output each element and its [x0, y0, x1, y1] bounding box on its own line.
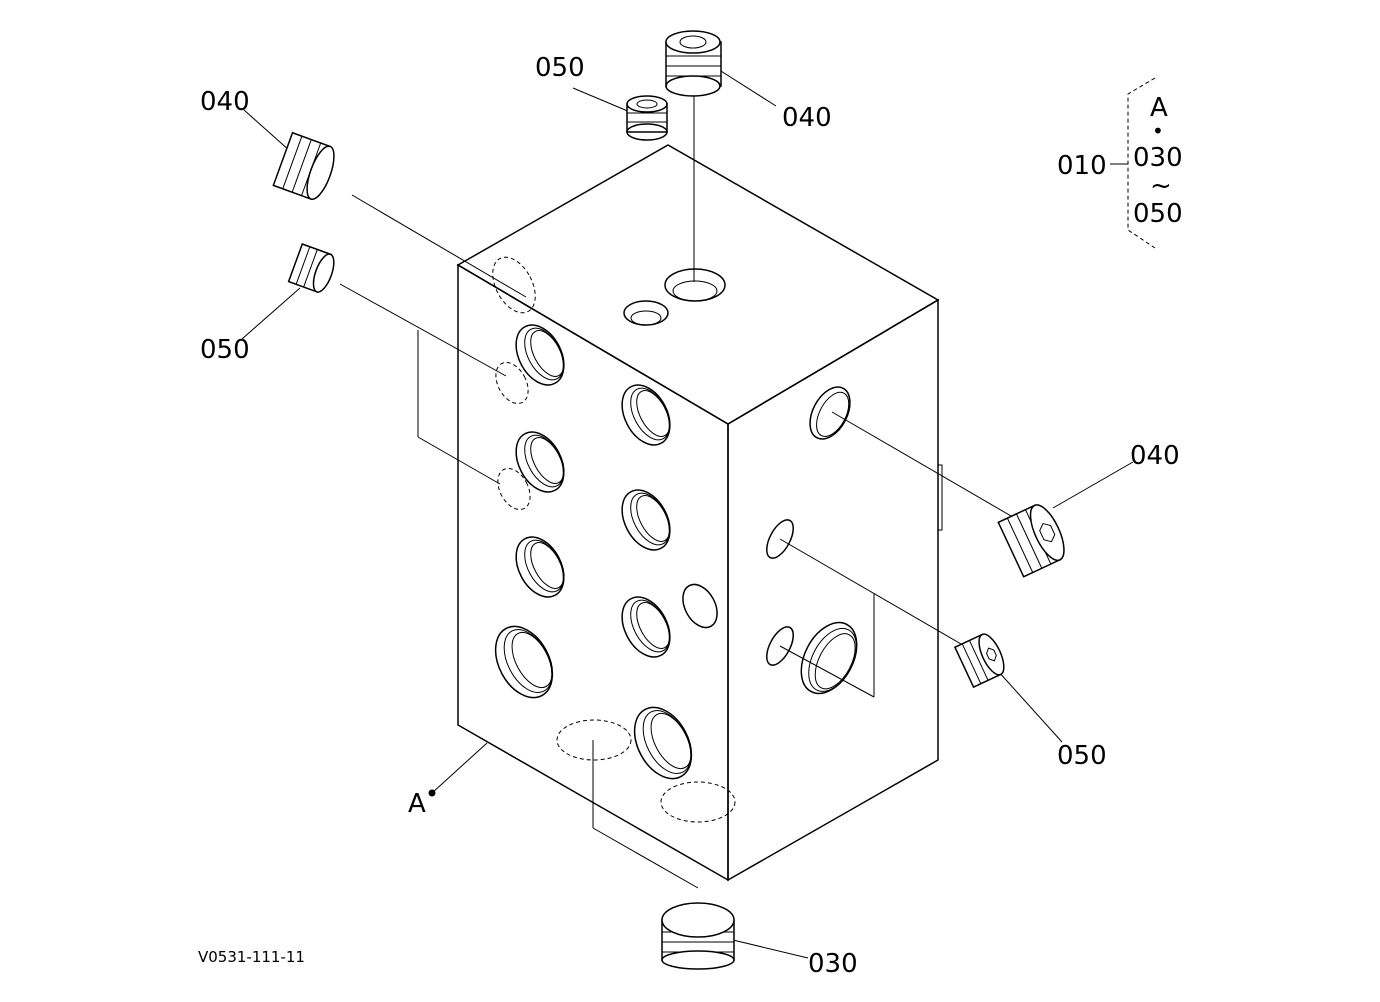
- point-a-dot: [428, 789, 436, 797]
- front-face-ports: [494, 324, 718, 780]
- legend-item-a: A: [1150, 93, 1168, 123]
- callout-050-top: 050: [535, 53, 585, 83]
- leader-lines: [241, 65, 1134, 959]
- valve-block: [456, 144, 943, 882]
- top-face-ports: [623, 268, 726, 326]
- plug-030-bottom: [661, 902, 735, 970]
- legend-item-030: 030: [1133, 143, 1183, 173]
- right-face-step: [938, 464, 943, 531]
- plug-040-top-center: [665, 30, 722, 97]
- point-a-label: A: [408, 789, 426, 819]
- plug-050-right: [953, 633, 1005, 689]
- callout-030-bottom: 030: [808, 949, 858, 979]
- legend-item-dot: •: [1152, 119, 1164, 143]
- callout-040-top-left: 040: [200, 87, 250, 117]
- right-face-ports: [766, 386, 858, 695]
- callout-040-top-center: 040: [782, 103, 832, 133]
- callout-050-right: 050: [1057, 741, 1107, 771]
- legend-bracket: [1110, 77, 1156, 249]
- legend-item-050: 050: [1133, 199, 1183, 229]
- plug-040-right: [997, 504, 1065, 578]
- block-right-face: [727, 298, 939, 882]
- block-top-face: [456, 144, 940, 425]
- plug-050-left: [287, 243, 335, 293]
- legend-assembly-number: 010: [1057, 151, 1107, 181]
- drawing-code: V0531-111-11: [198, 948, 305, 966]
- callout-050-left: 050: [200, 335, 250, 365]
- plug-040-top-left: [272, 131, 335, 201]
- callout-040-right: 040: [1130, 441, 1180, 471]
- plug-050-top: [626, 95, 668, 141]
- legend-item-tilde: ~: [1150, 171, 1172, 201]
- hidden-ports: [492, 256, 736, 823]
